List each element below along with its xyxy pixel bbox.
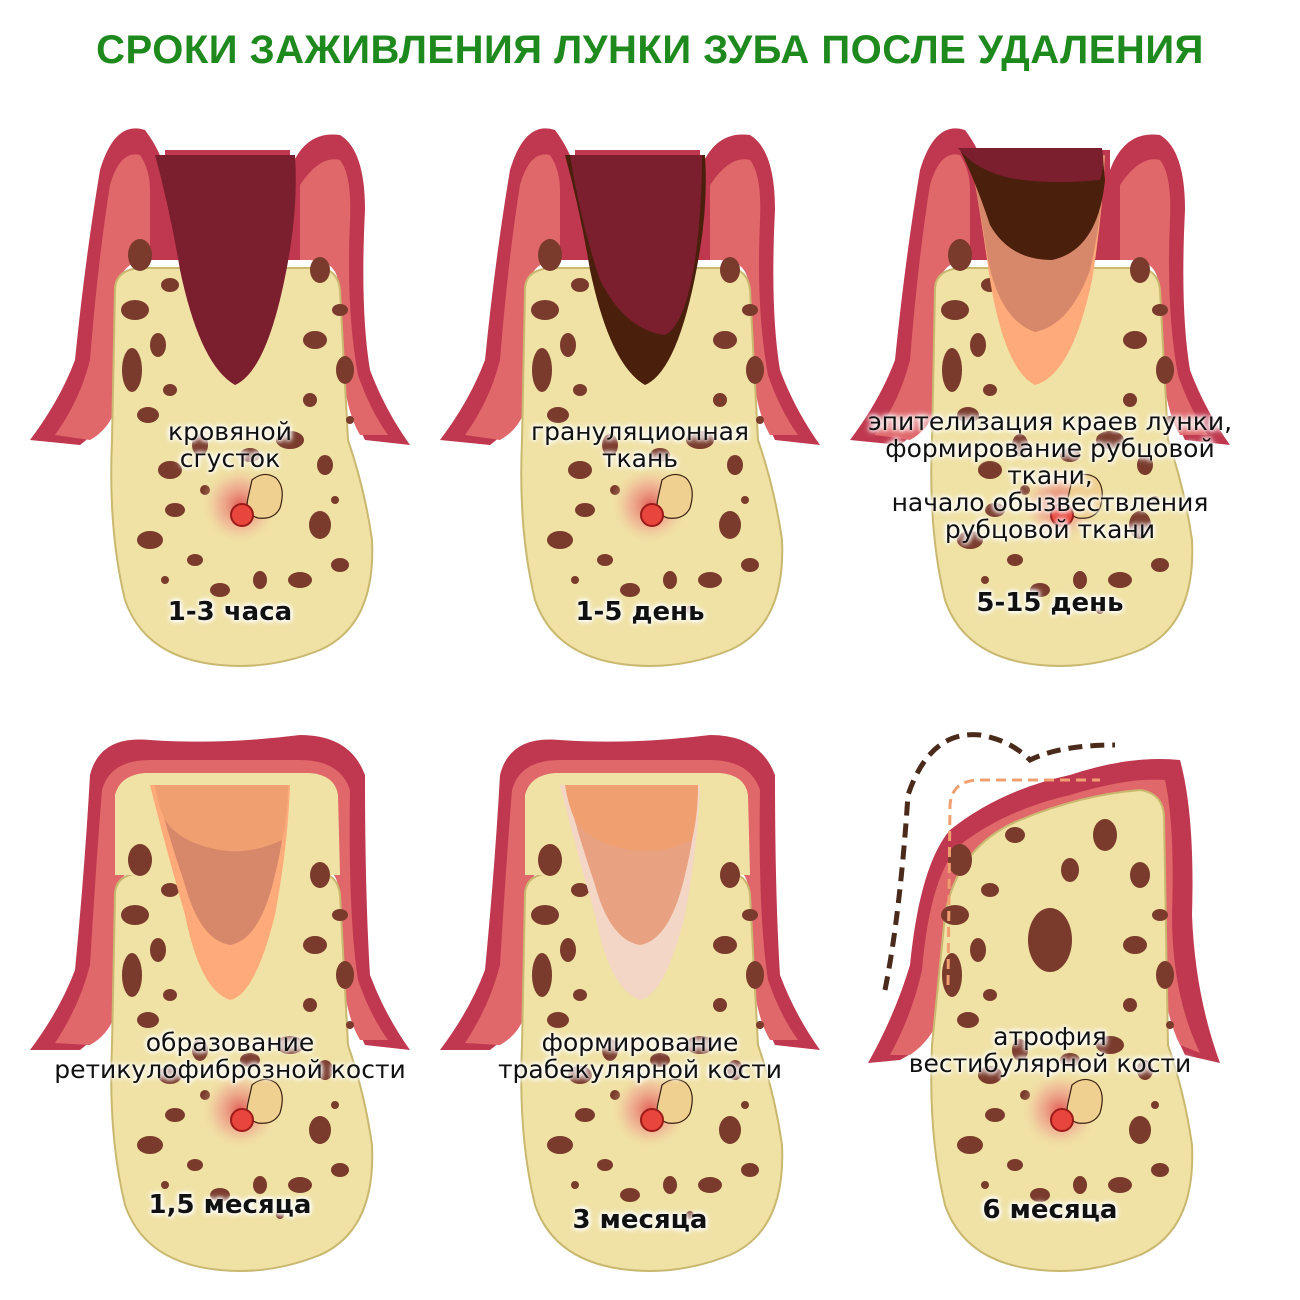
socket-illustration-4 bbox=[30, 735, 410, 1272]
stage-caption-3: эпителизация краев лунки, формирование р… bbox=[867, 407, 1233, 544]
stage-caption-5: формирование трабекулярной кости bbox=[497, 1028, 783, 1084]
stage-caption-2: грануляционная ткань bbox=[530, 417, 750, 473]
stage-caption-6: атрофия вестибулярной кости bbox=[908, 1022, 1192, 1078]
stage-time-5: 3 месяца bbox=[572, 1205, 708, 1235]
stage-panel-4: образование ретикулофиброзной кости 1,5 … bbox=[20, 715, 440, 1295]
page-title: СРОКИ ЗАЖИВЛЕНИЯ ЛУНКИ ЗУБА ПОСЛЕ УДАЛЕН… bbox=[96, 28, 1204, 72]
socket-illustration-3 bbox=[850, 128, 1230, 667]
stage-time-2: 1-5 день bbox=[575, 597, 705, 627]
socket-illustration-2 bbox=[440, 128, 820, 667]
stage-panel-6: атрофия вестибулярной кости 6 месяца bbox=[840, 715, 1260, 1295]
stage-time-3: 5-15 день bbox=[976, 588, 1124, 618]
socket-illustration-6 bbox=[868, 732, 1220, 1272]
stage-time-6: 6 месяца bbox=[982, 1195, 1118, 1225]
socket-illustration-1 bbox=[30, 128, 410, 667]
stage-panel-5: формирование трабекулярной кости 3 месяц… bbox=[430, 715, 850, 1295]
socket-illustration-5 bbox=[440, 735, 820, 1272]
stage-caption-1: кровяной сгусток bbox=[168, 417, 292, 473]
stage-panel-1: кровяной сгусток 1-3 часа bbox=[20, 110, 440, 690]
stage-time-1: 1-3 часа bbox=[167, 597, 293, 627]
stage-time-4: 1,5 месяца bbox=[148, 1190, 312, 1220]
stage-panel-2: грануляционная ткань 1-5 день bbox=[430, 110, 850, 690]
stage-panel-3: эпителизация краев лунки, формирование р… bbox=[840, 110, 1260, 690]
stage-caption-4: образование ретикулофиброзной кости bbox=[54, 1028, 406, 1084]
